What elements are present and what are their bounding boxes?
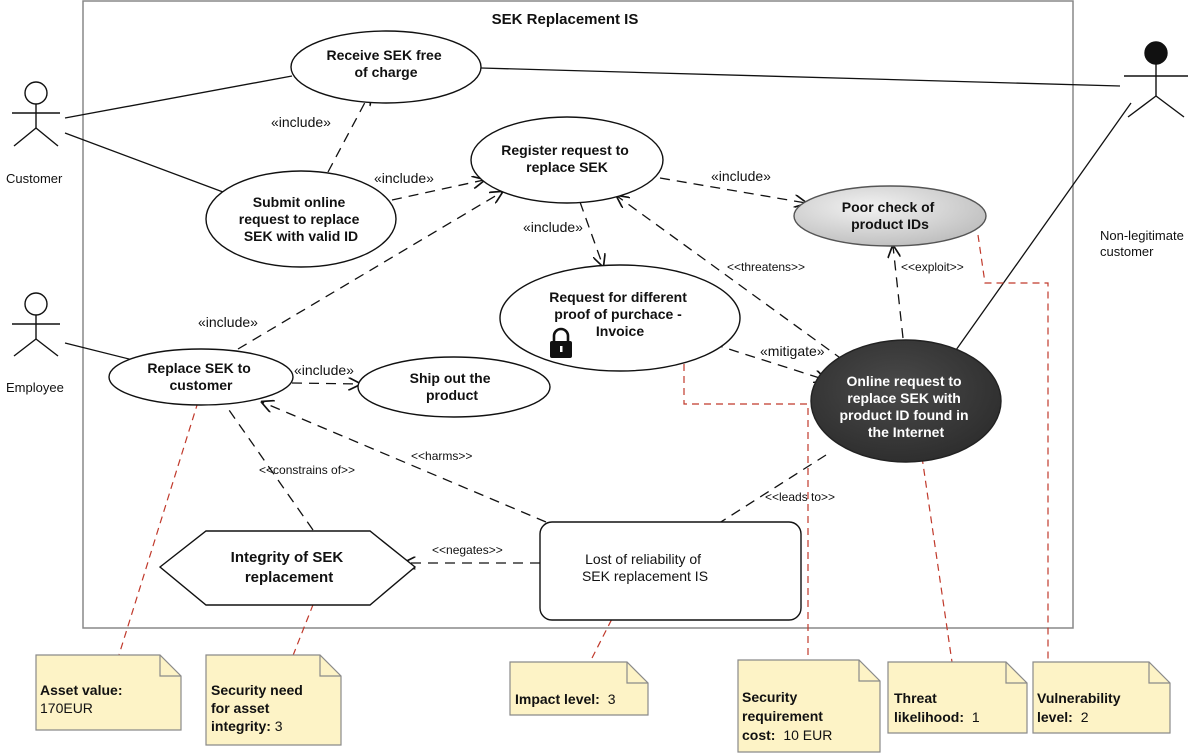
- note-vulnerability-level: Vulnerability level: 2: [1032, 661, 1171, 734]
- usecase-ship[interactable]: Ship out the product: [357, 356, 551, 418]
- actor-customer[interactable]: [12, 81, 60, 147]
- label-include-replace-register: «include»: [198, 314, 258, 330]
- svg-text:Online request to replac: Online request to replace SEK with produ…: [840, 373, 973, 440]
- svg-text:Poor check of product ID: Poor check of product IDs: [842, 199, 938, 232]
- svg-text:Security requirement: Security requirement cost: 10 EUR: [742, 689, 832, 743]
- usecase-receive[interactable]: Receive SEK free of charge: [290, 30, 482, 104]
- svg-text:Ship out the product: Ship out the product: [410, 370, 495, 403]
- svg-text:Replace SEK to customer: Replace SEK to customer: [147, 360, 254, 393]
- dependencies: [228, 93, 904, 563]
- svg-text:Submit online request to: Submit online request to replace SEK wit…: [239, 194, 364, 244]
- label-exploit: <<exploit>>: [901, 260, 964, 274]
- svg-text:Integrity of SEK replace: Integrity of SEK replacement: [231, 549, 348, 586]
- usecase-integrity[interactable]: Integrity of SEK replacement: [158, 530, 417, 606]
- actor-employee-label: Employee: [6, 380, 64, 395]
- actor-employee[interactable]: [12, 292, 60, 357]
- usecase-submit[interactable]: Submit online request to replace SEK wit…: [205, 170, 397, 268]
- label-mitigate: «mitigate»: [760, 343, 825, 359]
- relation-labels: «include» «include» «include» «include» …: [198, 114, 825, 378]
- label-threatens: <<threatens>>: [727, 260, 805, 274]
- svg-text:Threat likelihood:: Threat likelihood: 1: [894, 690, 980, 725]
- usecase-lost-reliability[interactable]: Lost of reliability of SEK replacement I…: [539, 521, 802, 621]
- note-asset-value: Asset value: 170EUR: [35, 654, 182, 731]
- svg-text:Security need for asset: Security need for asset integrity: 3: [211, 682, 307, 734]
- usecase-poor-check[interactable]: Poor check of product IDs: [793, 185, 987, 247]
- usecase-online-threat[interactable]: Online request to replace SEK with produ…: [810, 339, 1002, 463]
- svg-text:Request for different pr: Request for different proof of purchace …: [549, 289, 691, 339]
- lock-icon: [550, 327, 572, 358]
- label-include-register-poor: «include»: [711, 168, 771, 184]
- label-negates: <<negates>>: [432, 543, 503, 557]
- actor-customer-label: Customer: [6, 171, 63, 186]
- label-harms: <<harms>>: [411, 449, 472, 463]
- note-threat-likelihood: Threat likelihood: 1: [887, 661, 1028, 734]
- note-security-need: Security need for asset integrity: 3: [205, 654, 342, 746]
- label-include-register-proof: «include»: [523, 219, 583, 235]
- svg-text:Receive SEK free of char: Receive SEK free of charge: [326, 47, 445, 80]
- label-leads-to: <<leads to>>: [765, 490, 835, 504]
- note-security-requirement-cost: Security requirement cost: 10 EUR: [737, 659, 881, 753]
- label-include-replace-ship: «include»: [294, 362, 354, 378]
- label-constrains: <<constrains of>>: [259, 463, 355, 477]
- svg-text:Lost of reliability of S: Lost of reliability of SEK replacement I…: [582, 551, 708, 584]
- svg-text:Impact level: 3: Impact level: 3: [515, 691, 616, 707]
- label-include-submit-register: «include»: [374, 170, 434, 186]
- svg-text:Asset value: 170EUR: Asset value: 170EUR: [40, 682, 126, 716]
- associations: [64, 67, 1132, 362]
- usecase-register[interactable]: Register request to replace SEK: [470, 116, 664, 204]
- usecase-replace[interactable]: Replace SEK to customer: [108, 348, 294, 406]
- actor-nonlegit-label: Non-legitimate customer: [1100, 228, 1187, 259]
- system-title: SEK Replacement IS: [492, 11, 639, 28]
- usecase-request-proof[interactable]: Request for different proof of purchace …: [499, 264, 741, 372]
- note-impact-level: Impact level: 3: [509, 661, 649, 716]
- relation-labels-small: <<threatens>> <<exploit>> <<harms>> <<co…: [259, 260, 964, 557]
- label-include-receive: «include»: [271, 114, 331, 130]
- actor-nonlegit[interactable]: [1124, 41, 1188, 118]
- svg-text:Vulnerability level:: Vulnerability level: 2: [1037, 690, 1124, 725]
- svg-text:Register request to repl: Register request to replace SEK: [501, 142, 632, 175]
